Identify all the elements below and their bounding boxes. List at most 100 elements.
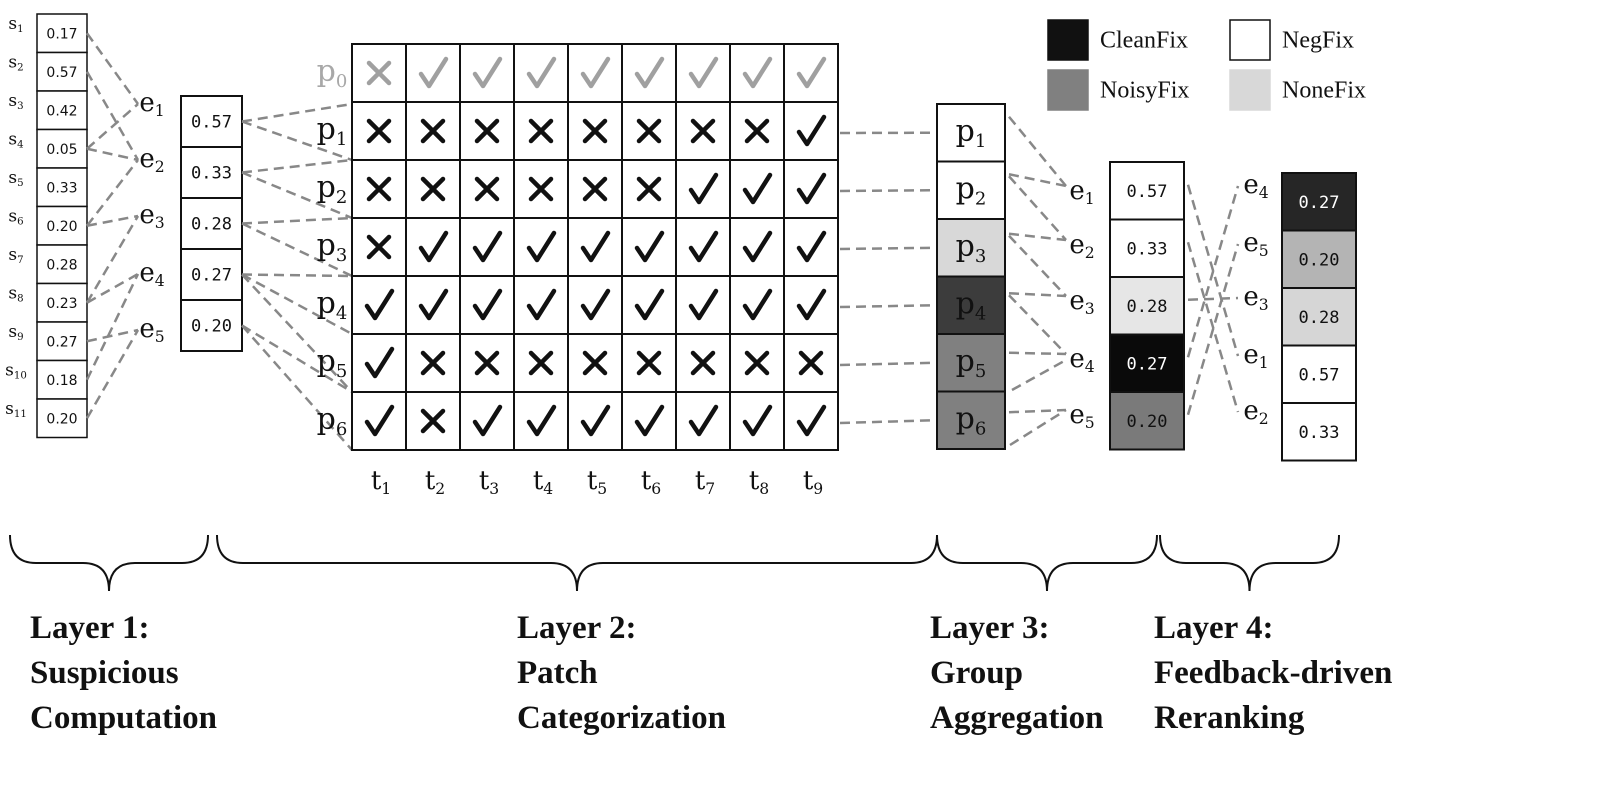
dashed-connector: [1009, 293, 1066, 296]
element-score: 0.57: [191, 113, 232, 133]
layer-2-line-2: Patch: [517, 651, 726, 696]
layer-3-brace: [937, 535, 1157, 591]
rerank-element-score: 0.33: [1299, 423, 1340, 443]
legend-swatch-negfix: [1230, 20, 1270, 60]
matrix-cell: [568, 218, 622, 276]
dashed-connector: [87, 72, 138, 160]
legend-swatch-noisyfix: [1048, 70, 1088, 110]
group-element-score: 0.57: [1127, 182, 1168, 202]
layer-3-line-2: Group: [930, 651, 1104, 696]
matrix-cell: [514, 44, 568, 102]
statement-label: s6: [8, 206, 23, 228]
legend-swatch-nonefix: [1230, 70, 1270, 110]
dashed-connector: [1009, 410, 1066, 412]
layer-3-label: Layer 3: Group Aggregation: [930, 606, 1104, 741]
matrix-cell: [784, 102, 838, 160]
test-label: t7: [695, 466, 715, 498]
statement-score: 0.18: [46, 373, 77, 389]
layer-2-label: Layer 2: Patch Categorization: [517, 606, 726, 741]
dashed-connector: [1188, 298, 1238, 300]
statement-score: 0.20: [46, 219, 77, 235]
patch-label: p3: [317, 228, 348, 266]
legend-label-nonefix: NoneFix: [1282, 78, 1366, 104]
test-label: t4: [533, 466, 553, 498]
matrix-cell: [568, 44, 622, 102]
matrix-cell: [730, 160, 784, 218]
element-label: e5: [139, 314, 164, 346]
matrix-cell: [460, 44, 514, 102]
dashed-connector: [1010, 410, 1066, 445]
matrix-cell: [676, 44, 730, 102]
matrix-cell: [460, 276, 514, 334]
group-element-label: e2: [1069, 230, 1094, 262]
matrix-cell: [676, 276, 730, 334]
patch-label: p5: [317, 344, 348, 382]
statement-score: 0.33: [46, 180, 77, 196]
element-label: e1: [139, 88, 164, 120]
matrix-cell: [676, 160, 730, 218]
legend-label-negfix: NegFix: [1282, 28, 1354, 54]
dashed-connector: [1009, 295, 1066, 354]
matrix-cell: [514, 218, 568, 276]
statement-label: s5: [8, 168, 23, 190]
legend-swatch-cleanfix: [1048, 20, 1088, 60]
dashed-connector: [87, 330, 138, 341]
layer-3-title: Layer 3:: [930, 606, 1104, 651]
layer-2-title: Layer 2:: [517, 606, 726, 651]
patch-label: p4: [317, 286, 348, 324]
matrix-cell: [730, 218, 784, 276]
statement-score: 0.27: [46, 334, 77, 350]
matrix-cell: [676, 218, 730, 276]
element-label: e2: [139, 144, 164, 176]
matrix-cell: [730, 276, 784, 334]
rerank-element-label: e4: [1243, 170, 1268, 202]
dashed-connector: [87, 104, 138, 149]
dashed-connector: [840, 420, 935, 423]
dashed-connector: [242, 275, 352, 277]
matrix-cell: [784, 392, 838, 450]
layer-1-label: Layer 1: Suspicious Computation: [30, 606, 217, 741]
dashed-connector: [1009, 176, 1066, 240]
dashed-connector: [87, 160, 138, 226]
dashed-connector: [840, 305, 935, 307]
statement-label: s8: [8, 283, 23, 305]
statement-score: 0.42: [46, 103, 77, 119]
test-label: t3: [479, 466, 499, 498]
dashed-connector: [1009, 353, 1066, 354]
rerank-element-label: e1: [1243, 340, 1268, 372]
matrix-cell: [406, 276, 460, 334]
test-label: t5: [587, 466, 607, 498]
matrix-cell: [784, 44, 838, 102]
dashed-connector: [840, 248, 935, 249]
matrix-cell: [352, 276, 406, 334]
matrix-cell: [514, 392, 568, 450]
dashed-connector: [1009, 174, 1066, 186]
element-score: 0.33: [191, 164, 232, 184]
statement-label: s7: [8, 245, 23, 267]
layer-3-line-3: Aggregation: [930, 696, 1104, 741]
layer-1-brace: [10, 535, 208, 591]
rerank-element-score: 0.27: [1299, 193, 1340, 213]
group-element-score: 0.20: [1127, 412, 1168, 432]
matrix-cell: [622, 218, 676, 276]
layer-1-line-2: Suspicious: [30, 651, 217, 696]
matrix-cell: [460, 218, 514, 276]
legend-label-cleanfix: CleanFix: [1100, 28, 1188, 54]
matrix-cell: [730, 392, 784, 450]
patch-label: p6: [317, 402, 348, 440]
layer-4-line-3: Reranking: [1154, 696, 1392, 741]
layer-4-line-2: Feedback-driven: [1154, 651, 1392, 696]
test-label: t2: [425, 466, 445, 498]
group-element-label: e4: [1069, 344, 1094, 376]
layer-2-brace: [217, 535, 937, 591]
statement-score: 0.28: [46, 257, 77, 273]
rerank-element-score: 0.28: [1299, 308, 1340, 328]
dashed-connector: [840, 190, 935, 191]
dashed-connector: [1009, 236, 1066, 296]
matrix-cell: [352, 334, 406, 392]
dashed-connector: [87, 274, 138, 380]
element-score: 0.28: [191, 215, 232, 235]
matrix-cell: [730, 44, 784, 102]
statement-label: s11: [5, 399, 27, 421]
